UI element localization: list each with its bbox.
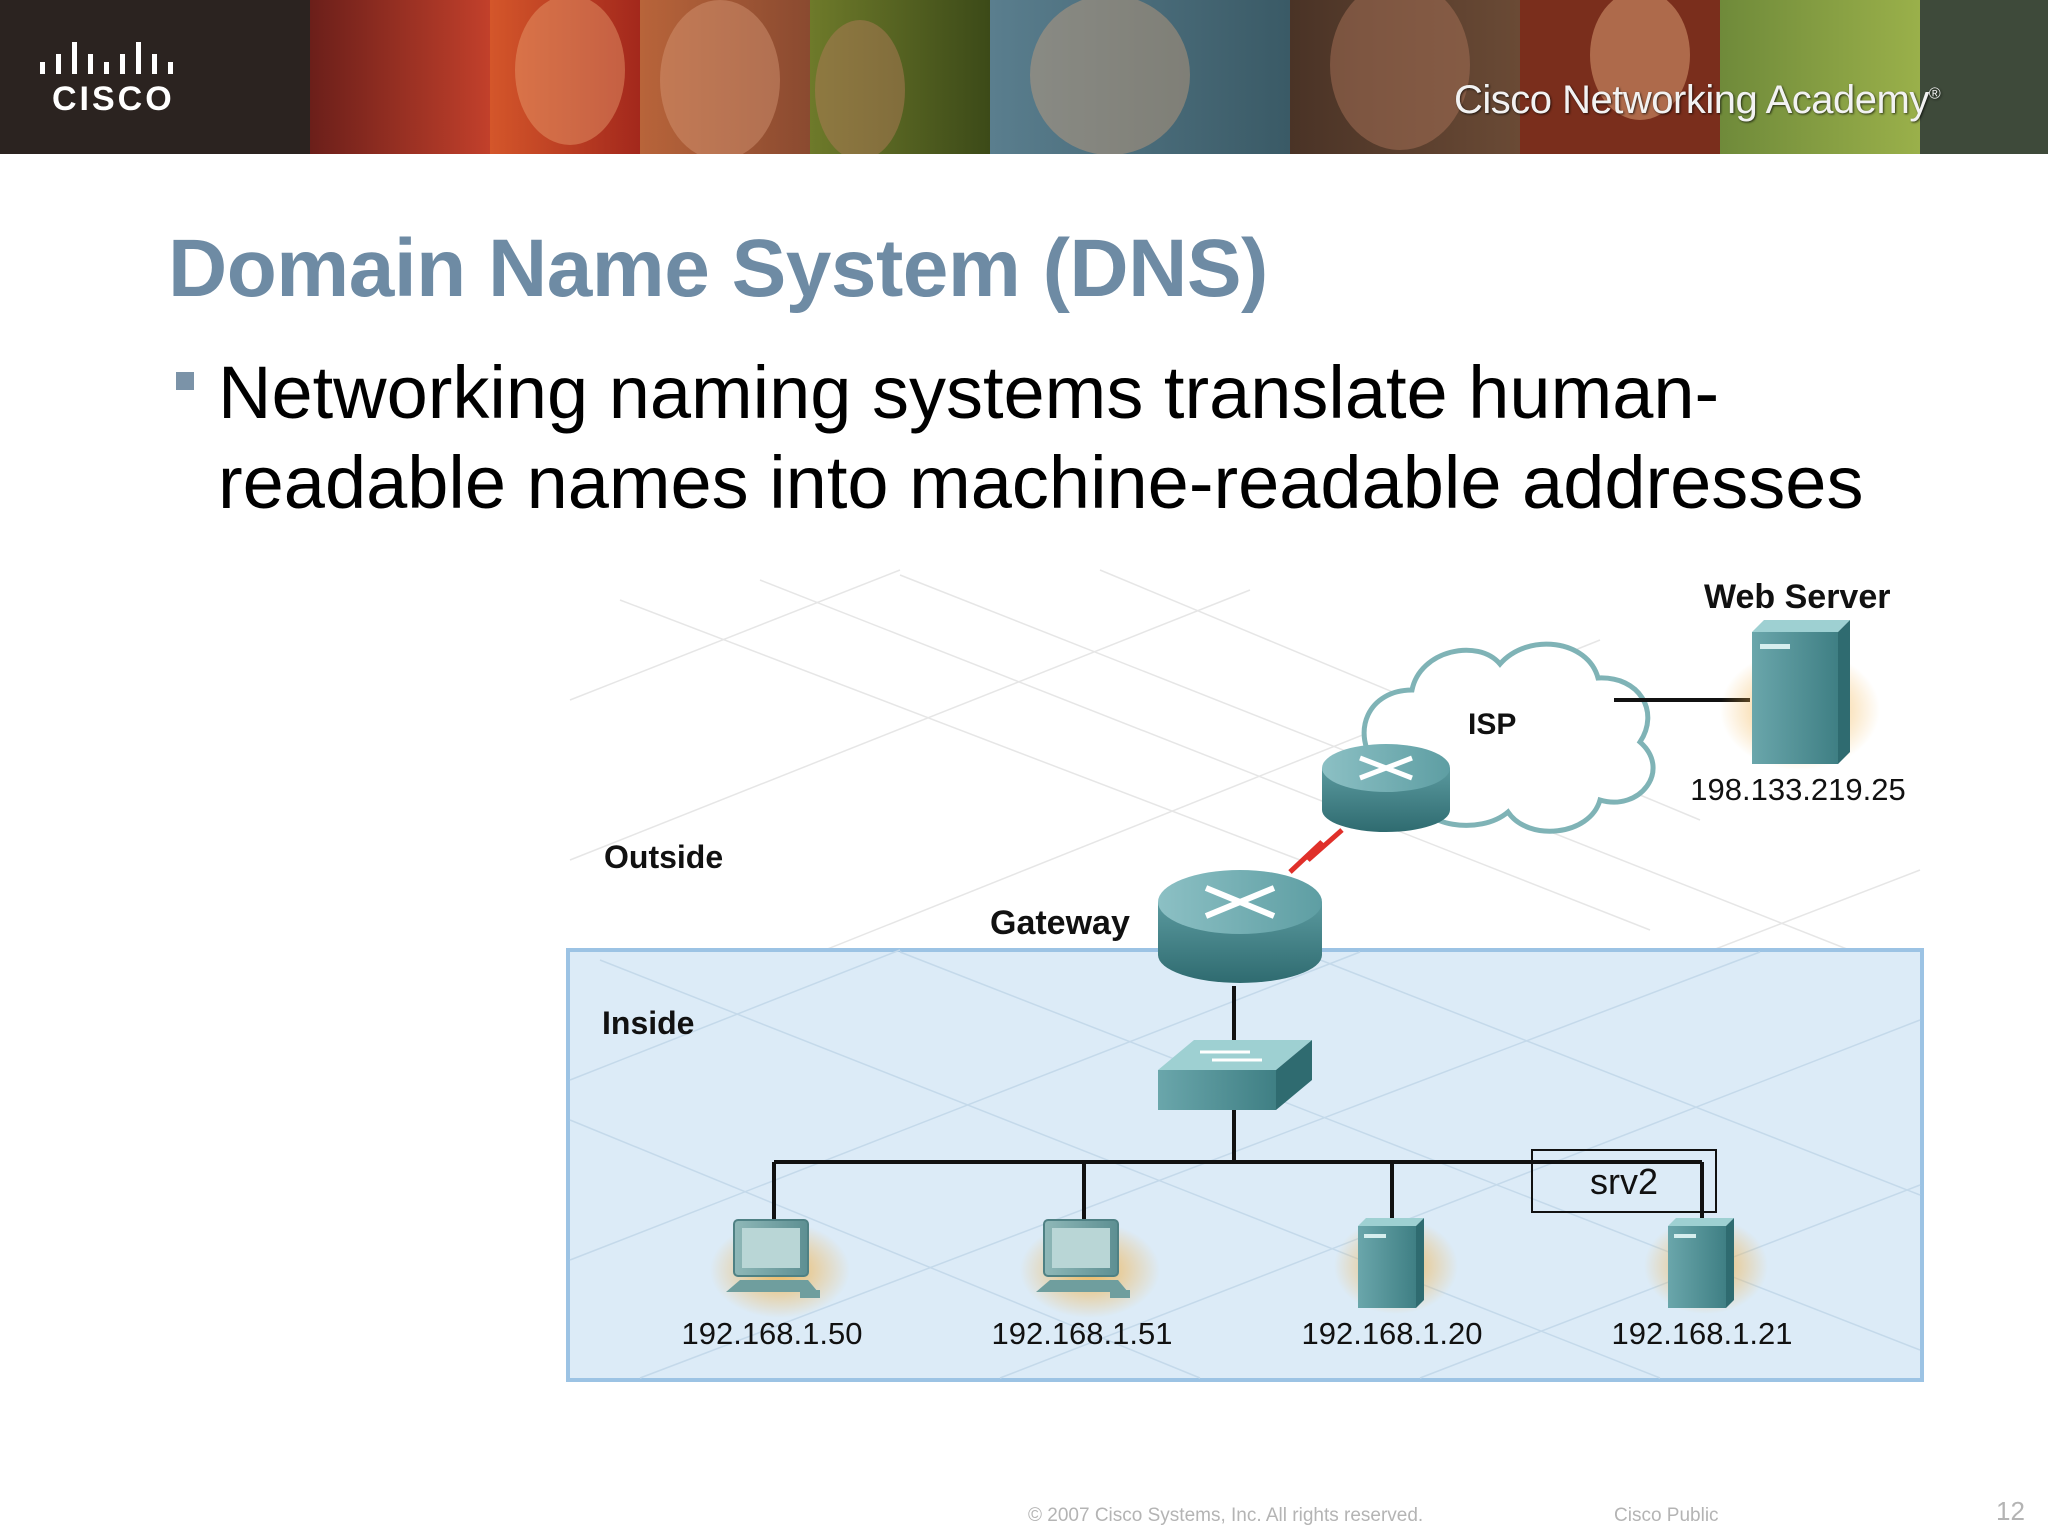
srv2-annotation-box xyxy=(1531,1149,1717,1213)
lan-bus xyxy=(772,1110,1704,1222)
header-banner: CISCO Cisco Networking Academy® xyxy=(0,0,2048,154)
host-ip-label: 192.168.1.50 xyxy=(681,1316,862,1351)
cisco-logo: CISCO xyxy=(0,0,310,154)
academy-name-text: Cisco Networking Academy xyxy=(1454,78,1929,122)
host-ip-label: 192.168.1.20 xyxy=(1301,1316,1482,1351)
cisco-wordmark: CISCO xyxy=(52,80,175,118)
gateway-router-icon xyxy=(1158,870,1322,983)
server-icon xyxy=(1668,1218,1734,1308)
srv2-annotation: srv2 xyxy=(1590,1161,1658,1202)
server-icon xyxy=(1358,1218,1424,1308)
registered-mark: ® xyxy=(1928,85,1941,103)
bullet-text: Networking naming systems translate huma… xyxy=(218,351,1864,524)
gateway-label: Gateway xyxy=(990,904,1130,942)
web-server-label: Web Server xyxy=(1704,578,1890,616)
host-ip-label: 192.168.1.21 xyxy=(1611,1316,1792,1351)
inside-zone-label: Inside xyxy=(602,1005,694,1041)
academy-name: Cisco Networking Academy® xyxy=(1454,78,1941,123)
host-ip-label: 192.168.1.51 xyxy=(991,1316,1172,1351)
pc-icon xyxy=(1036,1219,1130,1298)
outside-zone-label: Outside xyxy=(604,839,723,875)
pc-icon xyxy=(726,1219,820,1298)
slide-title: Domain Name System (DNS) xyxy=(168,223,1268,314)
web-server-ip: 198.133.219.25 xyxy=(1690,772,1906,807)
isp-router-icon xyxy=(1322,744,1450,832)
page-number: 12 xyxy=(1996,1496,2025,1526)
cisco-bridge-icon xyxy=(40,42,173,74)
serial-link xyxy=(1288,828,1344,874)
banner-photo-collage xyxy=(310,0,2048,154)
bullet-marker xyxy=(176,372,194,390)
web-server-icon xyxy=(1752,620,1850,764)
isp-label: ISP xyxy=(1468,708,1516,741)
footer-copyright: © 2007 Cisco Systems, Inc. All rights re… xyxy=(1028,1505,1424,1526)
switch-icon xyxy=(1158,1040,1312,1110)
footer-classification: Cisco Public xyxy=(1614,1505,1719,1526)
inside-zone-grid xyxy=(569,949,1921,1379)
